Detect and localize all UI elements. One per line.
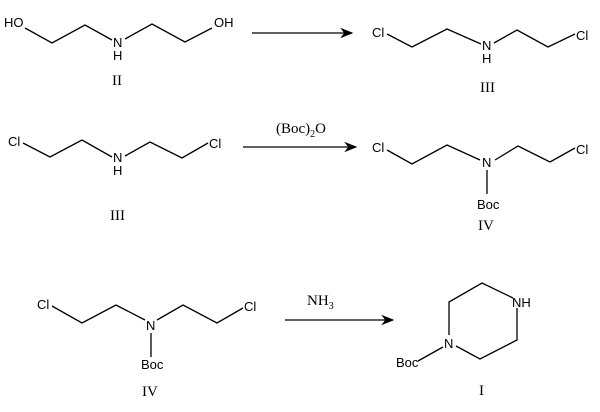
compound-II-diethanolamine: HO N H OH II <box>4 15 234 89</box>
atom-cl-left: Cl <box>372 140 384 155</box>
atom-cl-left: Cl <box>37 297 49 312</box>
bond-ring-top <box>448 282 514 335</box>
atom-n: N <box>113 35 122 50</box>
bond-chain-right <box>124 23 213 43</box>
atom-n: N <box>113 150 122 165</box>
bond-chain-left <box>386 28 482 48</box>
compound-label: III <box>480 80 495 96</box>
atom-cl-right: Cl <box>209 136 221 151</box>
atom-n: N <box>482 38 491 53</box>
atom-h: H <box>482 51 491 66</box>
bond-chain-right <box>156 304 244 324</box>
bond-chain-right <box>493 29 576 48</box>
bond-ring-bottom <box>455 308 518 360</box>
compound-label: IV <box>142 384 158 400</box>
compound-label: IV <box>478 218 494 234</box>
atom-cl-right: Cl <box>244 299 256 314</box>
atom-ho: HO <box>4 15 24 30</box>
bond-chain-left <box>386 144 481 165</box>
bond-chain-left <box>51 304 146 324</box>
bond-chain-right <box>124 141 209 159</box>
atom-h: H <box>113 163 122 178</box>
bond-chain-left <box>22 139 113 158</box>
compound-label: II <box>112 73 122 89</box>
atom-n: N <box>146 318 155 333</box>
atom-boc: Boc <box>477 197 500 212</box>
compound-III-reactant: Cl N H Cl III <box>8 134 221 224</box>
compound-IV-reactant: Cl N Boc Cl IV <box>37 297 256 400</box>
atom-cl-right: Cl <box>576 142 588 157</box>
bond-chain-right <box>494 145 576 163</box>
atom-cl-left: Cl <box>372 25 384 40</box>
atom-n: N <box>482 155 491 170</box>
atom-oh: OH <box>214 15 234 30</box>
bond-n-boc <box>417 346 444 362</box>
compound-III-product: Cl N H Cl III <box>372 25 588 96</box>
compound-label: III <box>110 208 125 224</box>
atom-cl-left: Cl <box>8 134 20 149</box>
reagent-nh3: NH3 <box>307 293 334 312</box>
compound-label: I <box>479 383 484 399</box>
atom-boc: Boc <box>141 357 164 372</box>
bond-chain-left <box>24 24 113 44</box>
compound-IV-product: Cl N Boc Cl IV <box>372 140 588 234</box>
compound-I-boc-piperazine: N NH Boc I <box>396 282 531 399</box>
atom-boc: Boc <box>396 355 419 370</box>
atom-h: H <box>113 48 122 63</box>
atom-nh: NH <box>512 295 531 310</box>
atom-cl-right: Cl <box>576 28 588 43</box>
atom-n1: N <box>444 336 453 351</box>
reagent-boc2o: (Boc)2O <box>276 121 326 140</box>
